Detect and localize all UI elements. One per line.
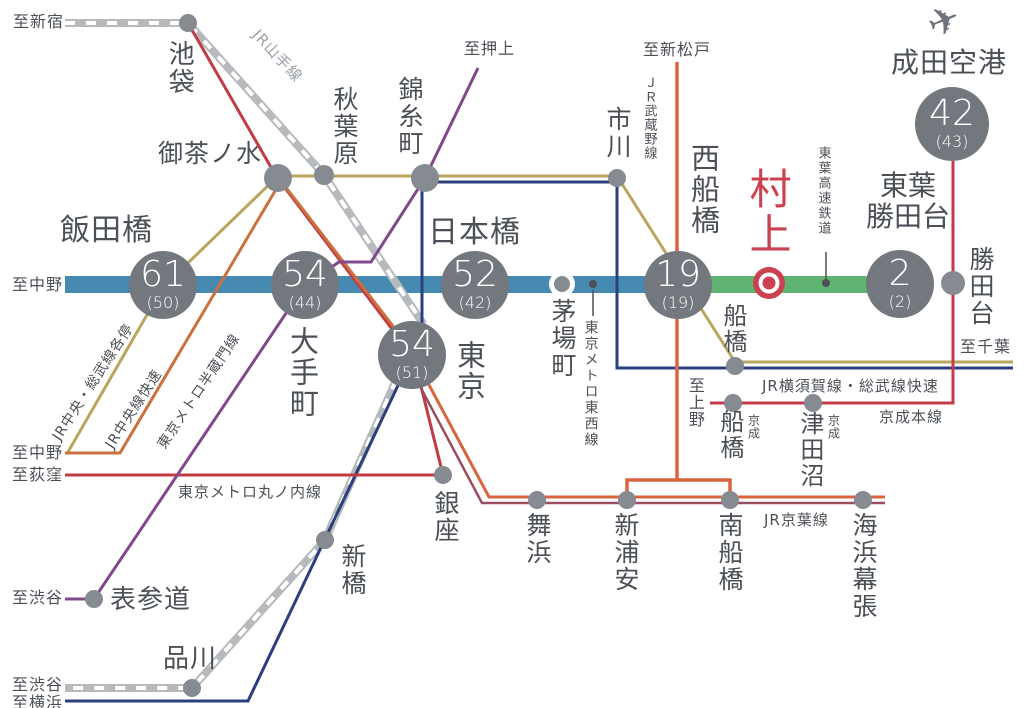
kaihimmakuhari-dot (854, 491, 872, 509)
line-label-yokosuka-sobu-rapid: JR横須賀線・総武線快速 (762, 377, 939, 395)
station-label-minami-funabashi: 南船橋 (715, 512, 744, 593)
toyo-rapid-band (678, 276, 903, 293)
station-label-ochanomizu: 御茶ノ水 (158, 139, 263, 168)
toyo-katsutadai-line2: 勝田台 (865, 200, 950, 234)
keiyo-line (411, 354, 885, 499)
tozai-pointer-dot (589, 280, 597, 288)
shinagawa-dot (183, 679, 201, 697)
keisei-main-line (710, 161, 955, 405)
line-label-keisei-main: 京成本線 (879, 408, 944, 426)
keisei-prefix-tsudanuma: 京成 (826, 414, 841, 440)
time-minutes-alt: (42) (458, 293, 492, 313)
akihabara-dot (314, 165, 334, 185)
station-label-narita-airport: 成田空港 (891, 46, 1008, 79)
keiyo-line-second (404, 359, 885, 505)
edge-label-nakano-tozai: 至中野 (12, 275, 64, 294)
station-label-kinshicho: 錦糸町 (395, 76, 424, 157)
omotesando-dot (85, 590, 103, 608)
time-circle-otemachi: 54 (44) (271, 251, 339, 319)
time-minutes: 42 (929, 93, 975, 135)
edge-label-ueno: 至上野 (685, 377, 705, 428)
minami-funabashi-dot (721, 491, 739, 509)
ochanomizu-dot (264, 164, 292, 192)
yokosuka-sobu-rapid-line (65, 180, 1013, 703)
time-minutes: 61 (140, 254, 186, 296)
edge-label-shibuya-shinagawa: 至渋谷 (12, 675, 64, 694)
time-minutes-alt: (19) (661, 293, 695, 313)
time-circle-iidabashi: 61 (50) (129, 251, 197, 319)
kayabacho-marker (554, 276, 570, 292)
line-label-marunouchi: 東京メトロ丸ノ内線 (178, 483, 323, 501)
keisei-funabashi-dot (724, 394, 742, 412)
edge-label-shibuya-omotesando: 至渋谷 (12, 588, 64, 607)
time-minutes: 52 (452, 254, 498, 296)
shin-urayasu-dot (618, 491, 636, 509)
time-minutes-alt: (51) (395, 363, 429, 383)
line-label-keiyo: JR京葉線 (764, 511, 829, 529)
time-circle-toyo-katsutadai: 2 (2) (866, 250, 934, 318)
edge-label-chiba: 至千葉 (960, 337, 1012, 356)
station-label-toyo-katsutadai: 東葉勝田台 (848, 170, 968, 233)
time-minutes-alt: (44) (288, 293, 322, 313)
katsutadai-dot (941, 271, 965, 295)
station-label-keisei-tsudanuma: 津田沼 (795, 411, 824, 489)
shimbashi-dot (316, 531, 334, 549)
line-label-musashino: ＪＲ武蔵野線 (641, 76, 657, 160)
station-label-ginza: 銀座 (431, 490, 460, 544)
maihama-dot (528, 491, 546, 509)
station-label-otemachi: 大手町 (285, 326, 320, 419)
time-minutes: 19 (655, 254, 701, 296)
toyo-katsutadai-line1: 東葉 (879, 169, 936, 202)
station-label-nishi-funabashi: 西船橋 (686, 143, 721, 236)
edge-label-shinjuku: 至新宿 (13, 12, 65, 31)
station-label-keisei-funabashi: 船橋 (715, 409, 744, 461)
station-label-shimbashi: 新橋 (338, 543, 367, 597)
station-label-shin-urayasu: 新浦安 (611, 512, 640, 593)
keisei-prefix-funabashi: 京成 (746, 414, 761, 440)
time-minutes: 54 (389, 324, 435, 366)
time-minutes-alt: (43) (935, 132, 969, 152)
station-label-akihabara: 秋葉原 (330, 86, 359, 167)
station-label-funabashi-jr: 船橋 (718, 303, 747, 355)
time-circle-nishi-funabashi: 19 (19) (644, 251, 712, 319)
ichikawa-dot (608, 169, 626, 187)
chuo-rapid-line (65, 178, 415, 455)
murakami-marker-center (762, 276, 776, 290)
musashino-keiyo-connector (625, 478, 732, 498)
keisei-tsudanuma-dot (804, 394, 822, 412)
ginza-dot (434, 466, 452, 484)
station-label-kaihimmakuhari: 海浜幕張 (849, 512, 878, 620)
time-circle-nihombashi: 52 (42) (441, 251, 509, 319)
time-minutes-alt: (50) (146, 293, 180, 313)
ikebukuro-dot (179, 14, 197, 32)
kinshicho-dot (411, 164, 439, 192)
line-label-tozai: 東京メトロ東西線 (582, 320, 599, 448)
time-circle-tokyo: 54 (51) (378, 321, 446, 389)
funabashi-jr-dot (726, 357, 744, 375)
station-label-ichikawa: 市川 (603, 106, 632, 160)
edge-label-nakano-chuo: 至中野 (12, 443, 64, 462)
edge-label-ogikubo: 至荻窪 (12, 465, 64, 484)
station-label-omotesando: 表参道 (110, 585, 192, 615)
edge-label-shimmatsudo: 至新松戸 (643, 40, 712, 59)
line-label-toyo-rapid: 東葉高速鉄道 (815, 146, 831, 236)
time-minutes: 54 (282, 254, 328, 296)
station-label-katsutadai: 勝田台 (966, 246, 995, 327)
station-label-iidabashi: 飯田橋 (60, 213, 153, 248)
station-label-tokyo: 東京 (452, 340, 487, 402)
edge-label-oshiage: 至押上 (464, 39, 516, 58)
time-minutes: 2 (888, 253, 912, 295)
time-minutes-alt: (2) (888, 292, 912, 312)
station-label-maihama: 舞浜 (523, 512, 552, 566)
toyo-pointer-dot (822, 279, 830, 287)
time-circle-narita-airport: 42 (43) (915, 87, 989, 161)
station-label-nihombashi: 日本橋 (428, 215, 521, 250)
station-label-murakami: 村上 (743, 167, 793, 257)
station-label-shinagawa: 品川 (163, 644, 218, 674)
station-label-kayabacho: 茅場町 (548, 298, 577, 379)
station-label-ikebukuro: 池袋 (164, 40, 195, 96)
edge-label-yokohama: 至横浜 (12, 693, 64, 708)
